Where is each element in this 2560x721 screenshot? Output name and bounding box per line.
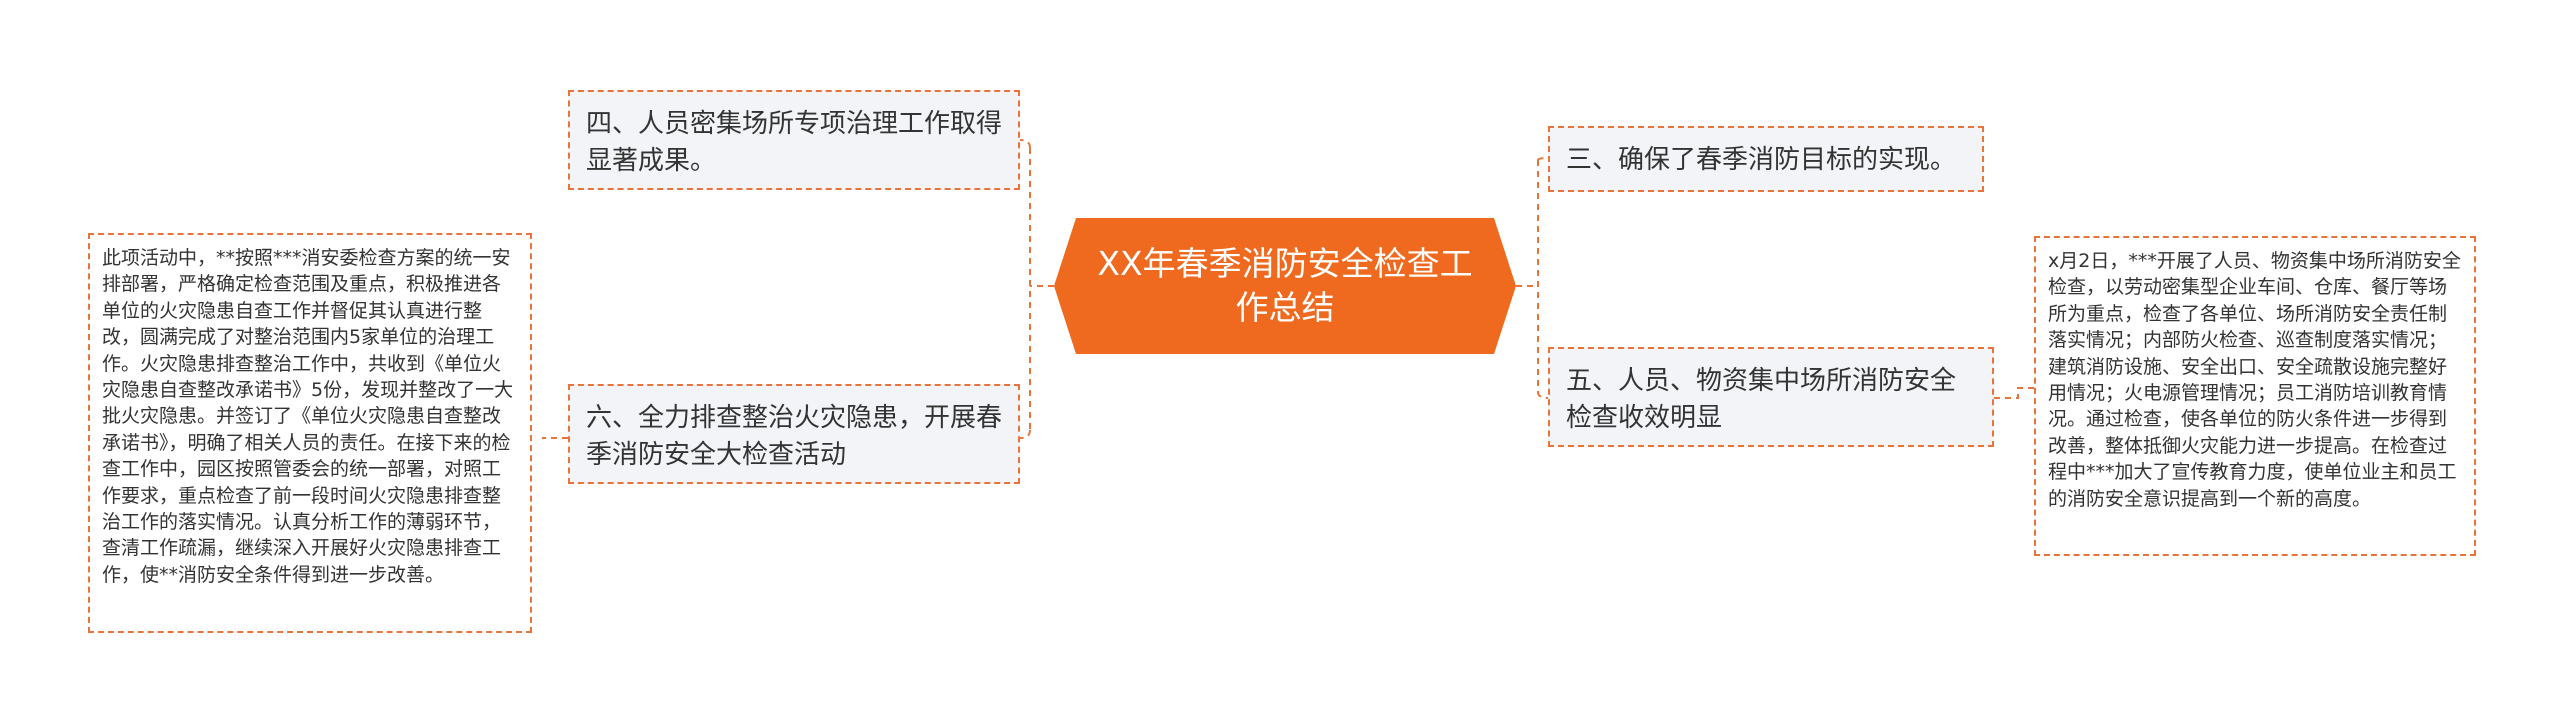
connector-right-item-2 [1537, 391, 1549, 399]
detail-right-2-text: x月2日，***开展了人员、物资集中场所消防安全检查，以劳动密集型企业车间、仓库… [2048, 250, 2461, 510]
branch-left-1[interactable]: 四、人员密集场所专项治理工作取得显著成果。 [568, 90, 1020, 190]
connector-left-item-2 [1019, 429, 1031, 439]
connector-left-item-1 [1019, 139, 1031, 149]
central-topic-label: XX年春季消防安全检查工作总结 [1097, 244, 1473, 327]
detail-right-2[interactable]: x月2日，***开展了人员、物资集中场所消防安全检查，以劳动密集型企业车间、仓库… [2034, 236, 2476, 556]
connector-right-item-1 [1537, 157, 1549, 161]
branch-right-1-label: 三、确保了春季消防目标的实现。 [1566, 145, 1957, 175]
detail-left-2-text: 此项活动中，**按照***消安委检查方案的统一安排部署，严格确定检查范围及重点，… [102, 247, 514, 586]
branch-left-2-label: 六、全力排查整治火灾隐患，开展春季消防安全大检查活动 [586, 403, 1003, 470]
branch-right-2[interactable]: 五、人员、物资集中场所消防安全检查收效明显 [1548, 347, 1994, 447]
detail-left-2[interactable]: 此项活动中，**按照***消安委检查方案的统一安排部署，严格确定检查范围及重点，… [88, 233, 532, 633]
branch-left-2[interactable]: 六、全力排查整治火灾隐患，开展春季消防安全大检查活动 [568, 384, 1020, 484]
branch-right-2-label: 五、人员、物资集中场所消防安全检查收效明显 [1566, 366, 1957, 433]
connector-right-detail [1994, 387, 2034, 399]
branch-right-1[interactable]: 三、确保了春季消防目标的实现。 [1548, 126, 1984, 192]
central-topic[interactable]: XX年春季消防安全检查工作总结 [1054, 218, 1516, 354]
branch-left-1-label: 四、人员密集场所专项治理工作取得显著成果。 [586, 109, 1003, 176]
